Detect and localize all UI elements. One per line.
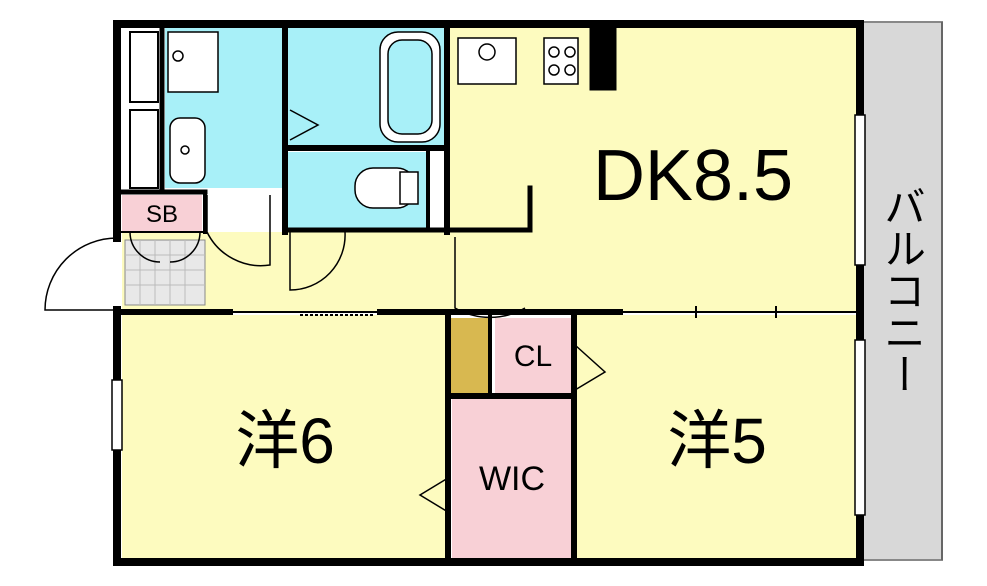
- balcony-label: バルコニー: [879, 185, 926, 395]
- western-5-label: 洋5: [667, 405, 767, 477]
- cl-label: CL: [514, 340, 552, 373]
- fixtures: [167, 31, 579, 209]
- accent-column: [450, 318, 490, 393]
- door-swings: [44, 109, 607, 513]
- hall-area: [205, 232, 450, 312]
- windows: [111, 114, 866, 516]
- sliding-door: [230, 306, 860, 318]
- balcony-area: [861, 21, 943, 561]
- sb-area: [122, 195, 202, 232]
- entrance-tile: [124, 239, 206, 306]
- sb-label: SB: [146, 201, 178, 228]
- wic-room: [452, 398, 574, 558]
- western-6-room: [122, 315, 448, 558]
- cl-room: [495, 318, 573, 393]
- wic-label: WIC: [479, 460, 545, 498]
- western-6-label: 洋6: [235, 405, 335, 477]
- dk-label: DK8.5: [593, 136, 793, 216]
- western-5-room: [576, 315, 858, 558]
